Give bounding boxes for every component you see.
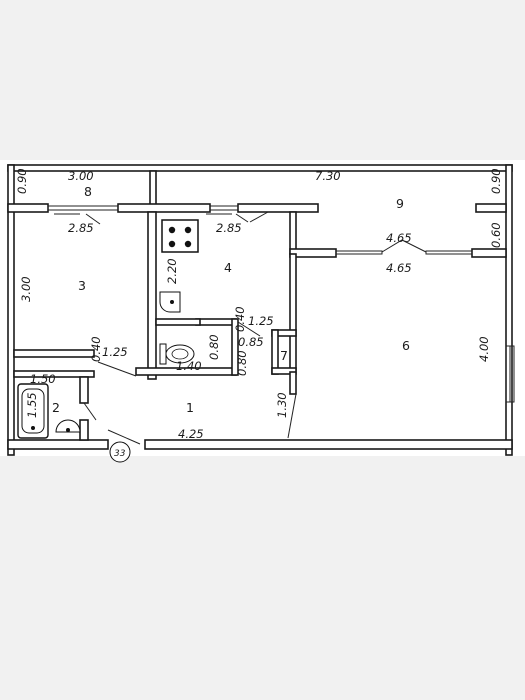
dim-label: 4.65 <box>386 261 412 275</box>
balcony-walls <box>7 170 507 258</box>
dim-label: 2.20 <box>165 258 179 284</box>
dim-label: 4.00 <box>477 336 491 362</box>
stove-icon <box>161 219 199 253</box>
dim-label: 1.55 <box>25 392 39 418</box>
room-2-label: 2 <box>52 400 60 415</box>
door-swings <box>83 211 427 445</box>
dim-label: 7.30 <box>315 169 341 183</box>
dim-label: 4.25 <box>178 427 204 441</box>
room-3-label: 3 <box>78 278 86 293</box>
kitchen-sink-icon <box>159 291 181 313</box>
washbasin-icon <box>55 419 81 433</box>
dim-label: 0.90 <box>15 168 29 194</box>
dim-label: 0.60 <box>489 222 503 248</box>
room-1-label: 1 <box>186 400 194 415</box>
room-9-label: 9 <box>396 196 404 211</box>
dim-label: 0.40 <box>89 336 103 362</box>
outer-walls <box>7 164 513 456</box>
dim-label: 0.80 <box>207 334 221 360</box>
stairwell-label: 33 <box>114 449 126 459</box>
room-7-label: 7 <box>280 348 288 363</box>
dim-label: 1.40 <box>176 359 202 373</box>
dim-label: 1.50 <box>30 372 56 386</box>
dim-label: 1.25 <box>102 345 128 359</box>
room-8-label: 8 <box>84 184 92 199</box>
toilet-icon <box>159 343 195 365</box>
dimension-labels: 3.00 0.90 7.30 0.90 2.85 2.85 4.65 4.65 … <box>15 168 503 459</box>
room-labels: 8 9 3 4 6 7 2 1 <box>52 184 410 415</box>
bathtub-icon <box>17 383 49 439</box>
dim-label: 2.85 <box>216 221 242 235</box>
dim-label: 0.80 <box>235 350 249 376</box>
interior-walls <box>13 211 297 441</box>
dim-label: 4.65 <box>386 231 412 245</box>
dim-label: 2.85 <box>68 221 94 235</box>
dim-label: 1.30 <box>275 392 289 418</box>
dim-label: 0.40 <box>233 306 247 332</box>
room-6-label: 6 <box>402 338 410 353</box>
dim-label: 3.00 <box>19 276 33 302</box>
dim-label: 1.25 <box>248 314 274 328</box>
dim-label: 0.85 <box>238 335 264 349</box>
room-4-label: 4 <box>224 260 232 275</box>
dim-label: 3.00 <box>68 169 94 183</box>
dim-label: 0.90 <box>489 168 503 194</box>
stairwell-marker <box>109 441 131 463</box>
windows <box>47 205 515 403</box>
